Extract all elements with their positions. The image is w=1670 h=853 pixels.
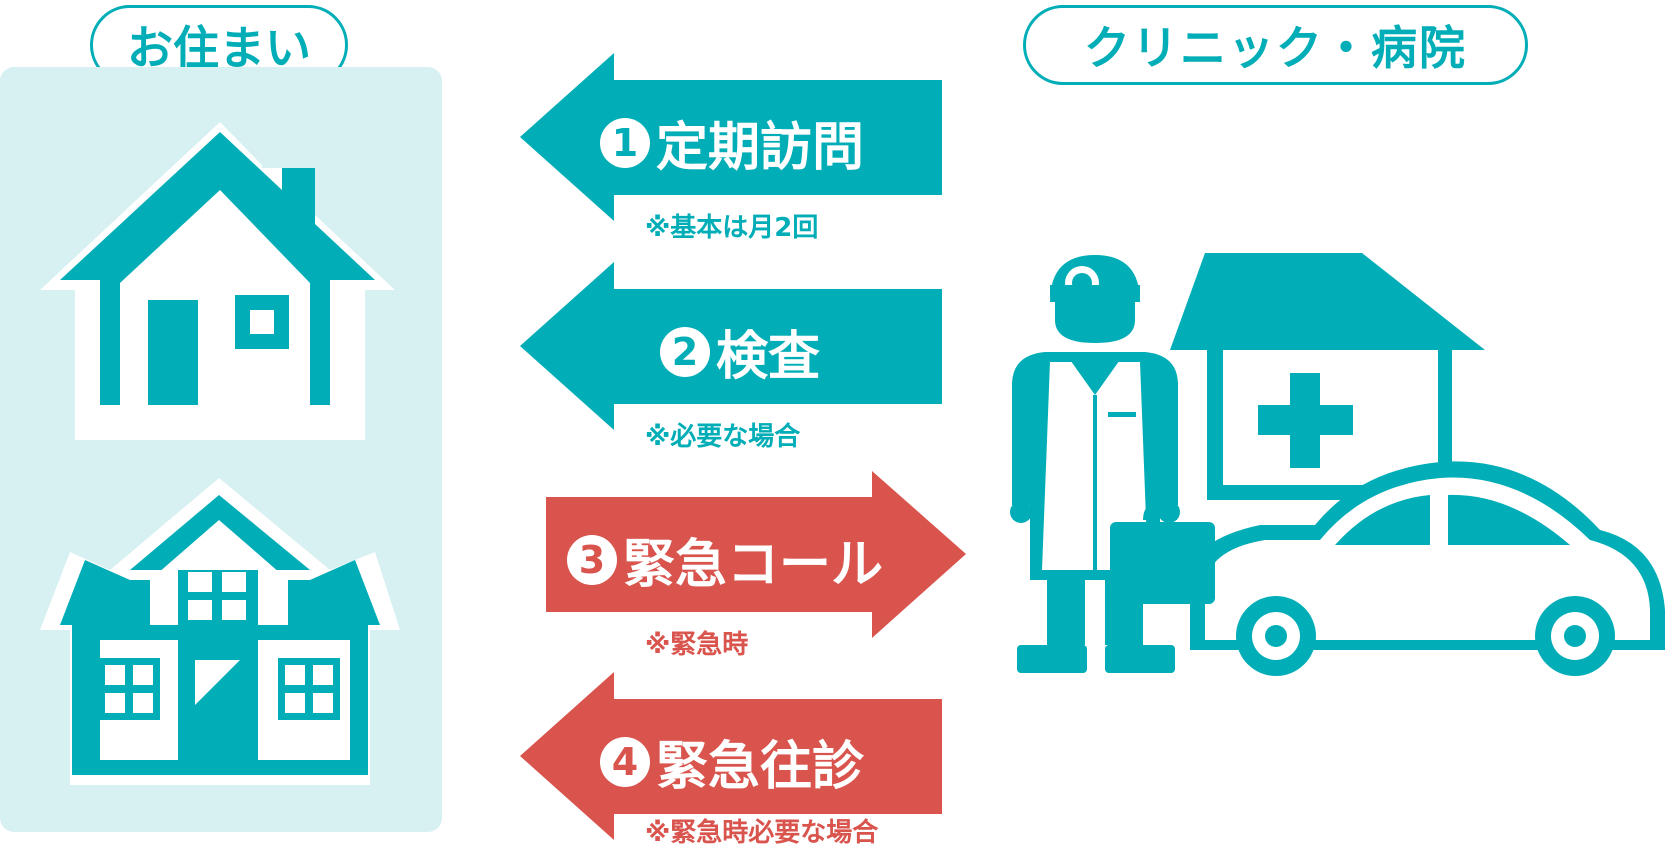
arrow-1-number: 1	[600, 117, 650, 168]
arrow-3-shape	[546, 471, 966, 638]
car-icon	[1190, 461, 1665, 676]
arrow-2-note: ※必要な場合	[645, 422, 801, 452]
arrow-1-title: 定期訪問	[656, 118, 865, 178]
arrow-1-note: ※基本は月2回	[645, 213, 819, 243]
clinic-building-icon	[1170, 253, 1485, 500]
arrow-3-label: 3 緊急コール	[567, 522, 883, 597]
arrow-3-note: ※緊急時	[645, 630, 749, 660]
arrow-4-number: 4	[600, 736, 650, 787]
arrow-1-shape	[520, 53, 942, 221]
arrow-1-label: 1 定期訪問	[600, 105, 864, 180]
arrow-2-number: 2	[660, 326, 710, 377]
arrow-4-title: 緊急往診	[656, 737, 865, 797]
arrow-2-title: 検査	[716, 327, 821, 387]
arrow-2-shape	[520, 262, 942, 430]
clinic-label: クリニック・病院	[1023, 5, 1528, 85]
arrow-2-label: 2 検査	[660, 314, 820, 389]
arrow-4-note: ※緊急時必要な場合	[645, 818, 879, 848]
arrow-3-number: 3	[567, 534, 617, 585]
house-icon	[40, 122, 395, 440]
arrow-4-label: 4 緊急往診	[600, 724, 864, 799]
arrow-3-title: 緊急コール	[623, 535, 884, 595]
arrow-4-shape	[520, 672, 942, 840]
doctor-icon	[1010, 255, 1215, 673]
apartment-icon	[40, 478, 400, 785]
